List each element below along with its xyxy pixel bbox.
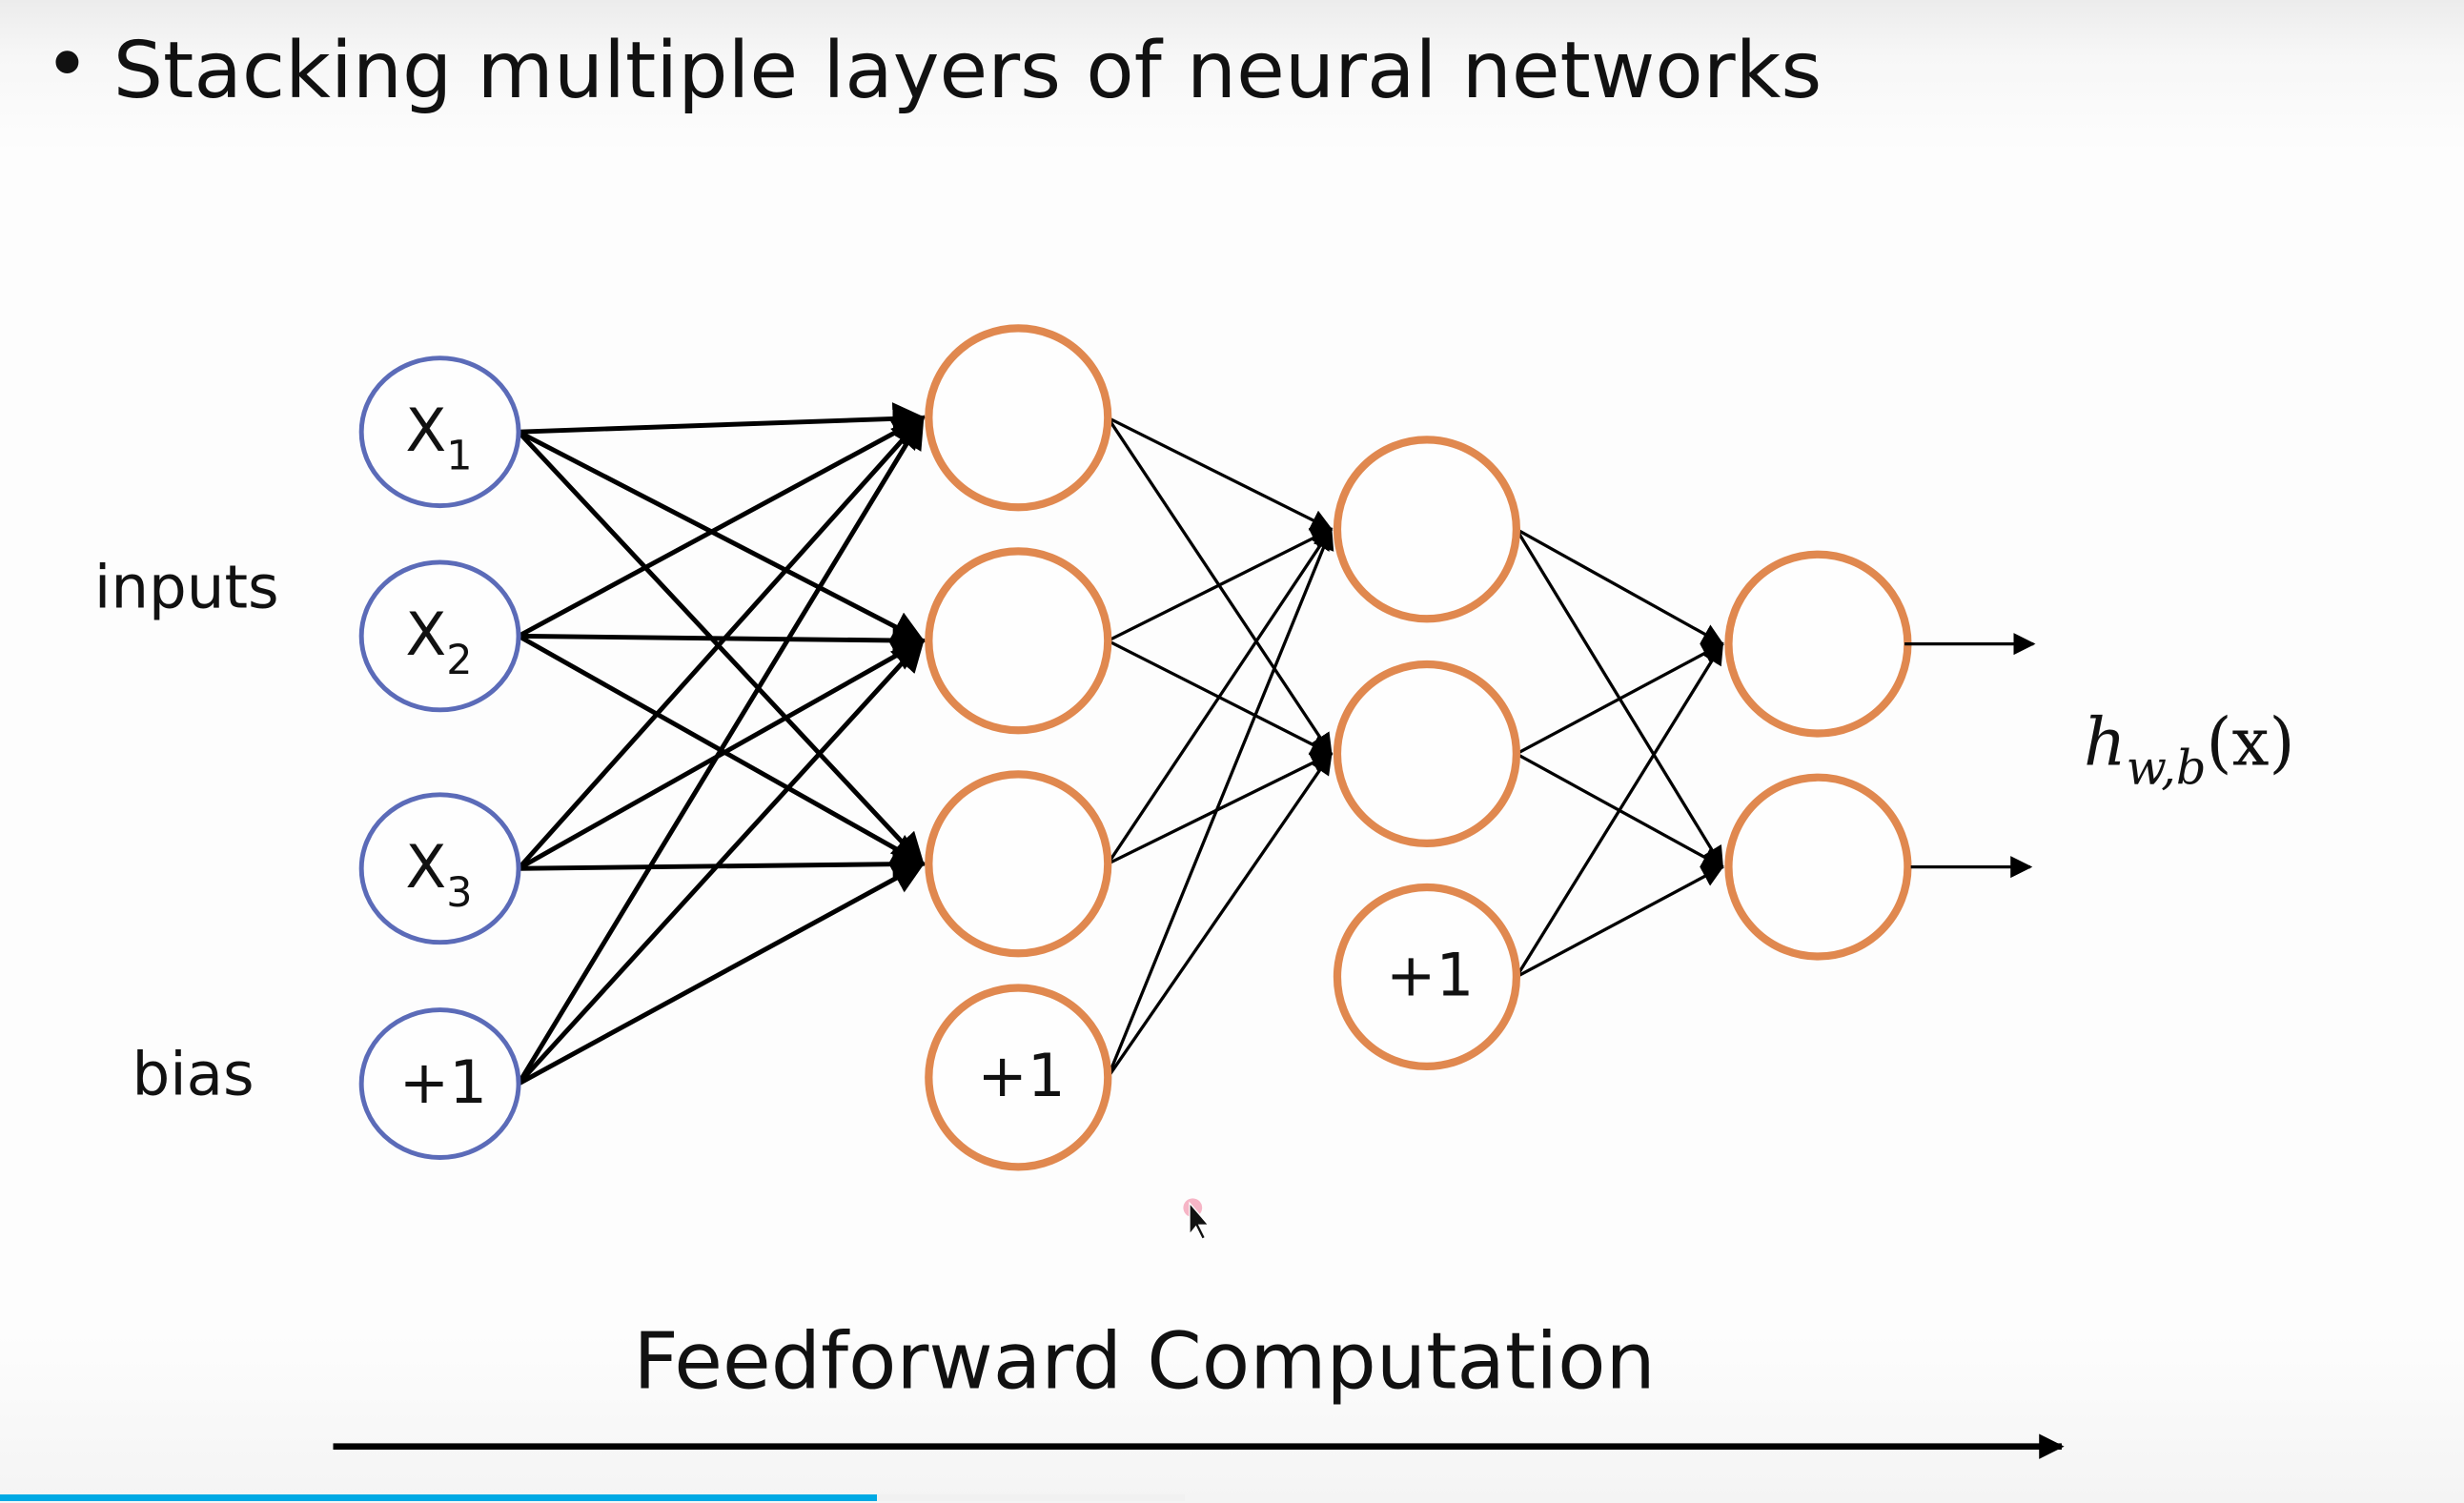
node-label: X2 [405,599,472,684]
edges-group [516,402,1724,1087]
edge-input-2-to-hidden-1-1 [517,416,926,639]
node-label: X3 [405,832,472,917]
node-circle [358,1007,521,1160]
node-hidden-1-1 [925,324,1112,512]
node-input-bias: +1 [358,1007,521,1160]
node-hidden-1-3 [925,770,1112,958]
node-circle [1333,436,1521,623]
edge-hidden-2-1-to-output-1 [1516,527,1724,646]
node-label: X1 [405,396,472,480]
output-function-argument: (x) [2206,705,2294,782]
edge-input-3-to-hidden-1-1 [517,415,926,870]
node-circle [925,984,1112,1171]
edge-hidden-1-4-to-hidden-2-1 [1106,527,1334,1079]
edge-hidden-1-1-to-hidden-2-1 [1107,416,1334,531]
node-circle [358,355,521,509]
edge-hidden-1-3-to-hidden-2-1 [1106,527,1333,865]
node-output-1 [1724,550,1912,738]
node-circle [1333,883,1521,1071]
output-function-label: hw,b(x) [2084,705,2295,796]
edge-input-4-to-hidden-1-3 [517,862,926,1087]
output-function-base: h [2084,705,2127,782]
node-label: +1 [1386,941,1474,1010]
inputs-label: inputs [94,553,279,622]
node-circle [925,547,1112,735]
output-function-subscript: w,b [2127,740,2207,795]
node-output-2 [1724,773,1912,961]
edge-hidden-2-2-to-output-1 [1516,642,1724,756]
edge-input-1-to-hidden-1-1 [518,402,927,436]
edge-hidden-2-3-to-output-1 [1515,641,1724,978]
node-hidden-2-1 [1333,436,1521,623]
mouse-cursor [1183,1198,1211,1241]
node-circle [1724,550,1912,738]
bias-label: bias [132,1040,254,1109]
edge-hidden-1-4-to-hidden-2-2 [1106,752,1333,1079]
caption: Feedforward Computation [633,1317,1655,1408]
node-input-1: X1 [358,355,521,509]
node-circle [1333,660,1521,848]
cursor-arrow-icon [1189,1201,1211,1241]
video-progress-bar[interactable] [0,1494,2464,1501]
node-circle [1724,773,1912,961]
node-hidden-1-2 [925,547,1112,735]
edge-input-1-to-hidden-1-3 [517,430,926,866]
edge-input-3-to-hidden-1-3 [519,847,927,881]
edge-input-1-to-hidden-1-2 [517,429,926,643]
node-circle [925,770,1112,958]
edge-input-4-to-hidden-1-1 [516,415,925,1086]
node-circle [358,792,521,945]
node-label: +1 [977,1041,1065,1110]
edge-hidden-1-3-to-hidden-2-2 [1107,752,1334,865]
edge-input-4-to-hidden-1-2 [517,638,926,1086]
slide-title: Stacking multiple layers of neural netwo… [113,26,1823,116]
edge-hidden-2-3-to-output-2 [1516,865,1724,979]
node-circle [925,324,1112,512]
video-played-bar[interactable] [0,1494,878,1501]
node-hidden-1-bias: +1 [925,984,1112,1171]
edge-hidden-1-2-to-hidden-2-1 [1107,527,1334,642]
node-hidden-2-2 [1333,660,1521,848]
node-input-3: X3 [358,792,521,945]
node-label: +1 [399,1047,487,1117]
edge-input-2-to-hidden-1-2 [519,623,927,658]
node-circle [358,559,521,713]
node-hidden-2-bias: +1 [1333,883,1521,1071]
node-input-2: X2 [358,559,521,713]
bullet: • [44,20,91,111]
